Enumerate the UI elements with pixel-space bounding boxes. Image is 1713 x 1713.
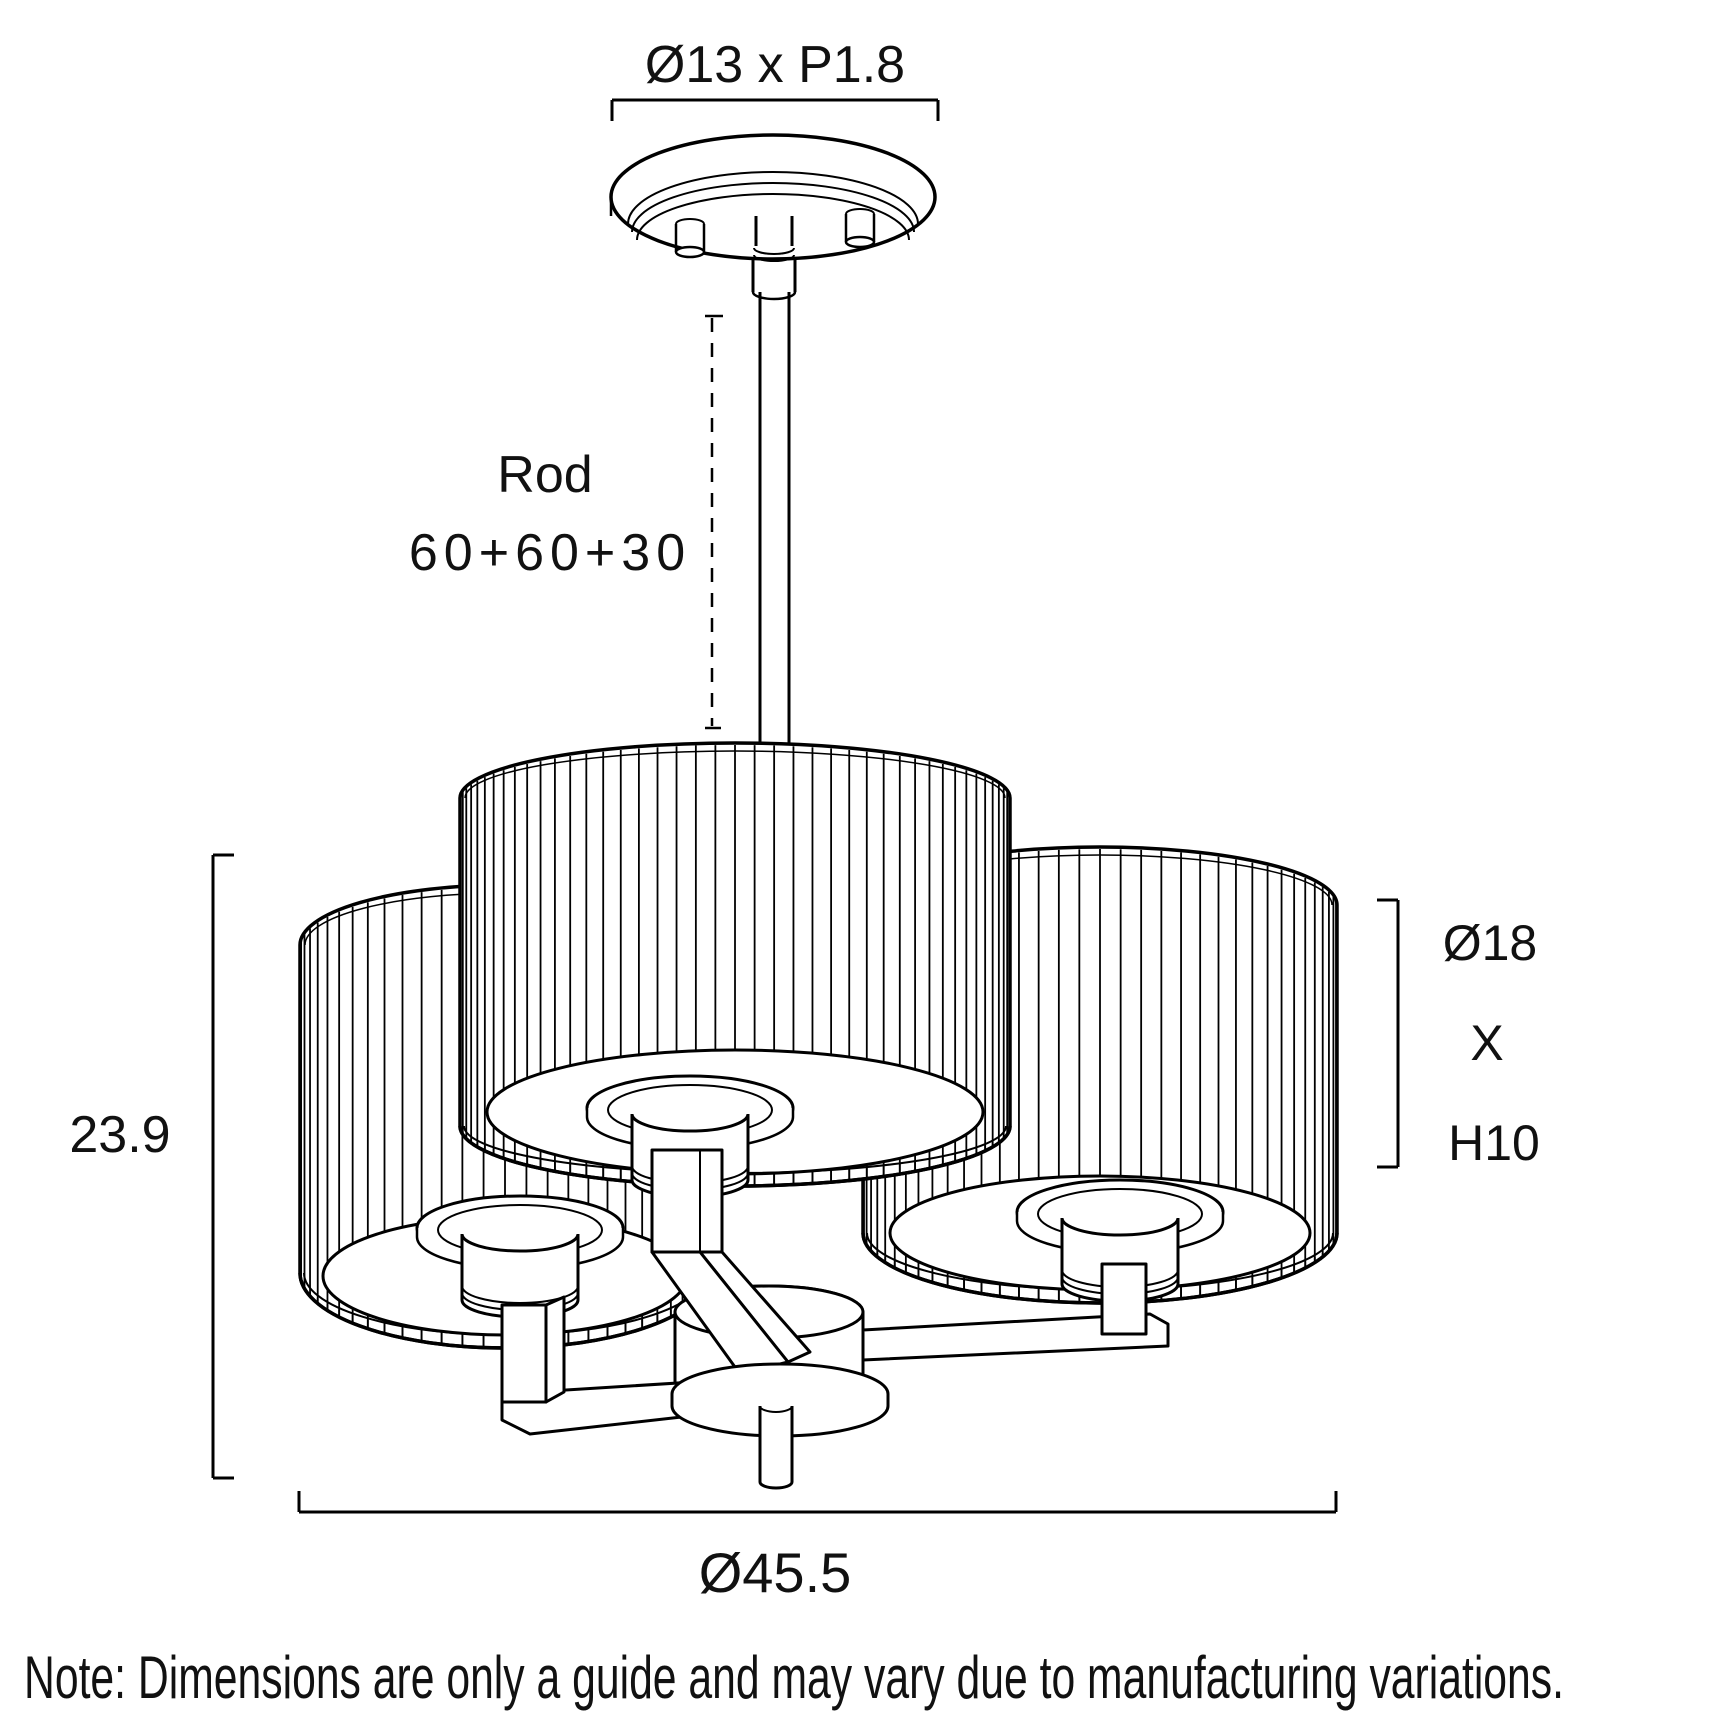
shade-dimension-line — [1377, 898, 1400, 1169]
note-text: Note: Dimensions are only a guide and ma… — [24, 1644, 1564, 1711]
mounting-rod — [758, 292, 791, 770]
ceiling-canopy — [609, 133, 937, 301]
canopy-screw-right — [844, 208, 876, 249]
height-dimension-line — [211, 853, 234, 1480]
socket-right — [1015, 1178, 1225, 1303]
canopy-rod-connector — [751, 216, 797, 301]
center-arm — [650, 1148, 812, 1376]
bottom-finial-stem — [758, 1405, 794, 1490]
left-arm — [500, 1295, 728, 1436]
rod-length-label: 60+60+30 — [409, 524, 691, 582]
rod-label: Rod — [497, 446, 592, 504]
canopy-screw-left — [674, 218, 706, 259]
shade-height-label: H10 — [1448, 1115, 1540, 1171]
rod-reference-dashed-line — [705, 314, 723, 730]
socket-left — [415, 1194, 625, 1319]
canopy-dimension-line — [610, 98, 940, 121]
height-dimension-label: 23.9 — [69, 1106, 170, 1164]
shade-center — [458, 741, 1012, 1188]
right-arm — [861, 1262, 1170, 1362]
diameter-dimension-label: Ø45.5 — [699, 1541, 852, 1604]
canopy-dimension-label: Ø13 x P1.8 — [645, 36, 905, 94]
shade-separator-label: X — [1470, 1015, 1503, 1071]
shade-diameter-label: Ø18 — [1443, 915, 1538, 971]
diameter-dimension-line — [297, 1491, 1338, 1514]
